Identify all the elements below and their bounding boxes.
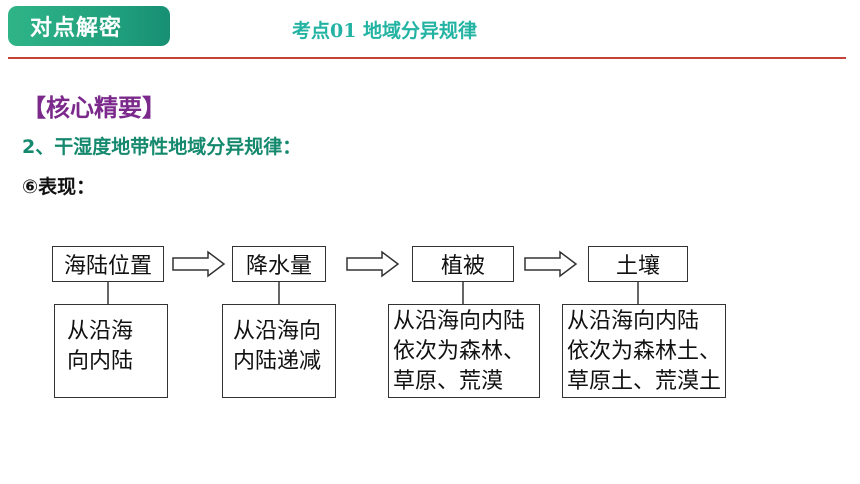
flow-title-4: 土壤 — [615, 254, 660, 279]
flow-title-box-3: 植被 — [412, 246, 514, 282]
flow-arrow-2-icon — [346, 250, 400, 278]
header-divider — [8, 57, 846, 59]
flow-arrow-3-icon — [524, 250, 578, 278]
topic-title: 考点01 地域分异规律 — [292, 20, 478, 42]
flow-detail-box-1: 从沿海 向内陆 — [54, 304, 168, 398]
flow-detail-box-4: 从沿海向内陆 依次为森林土、 草原土、荒漠土 — [562, 304, 726, 398]
badge-label: 对点解密 — [30, 16, 123, 41]
flow-title-box-4: 土壤 — [588, 246, 688, 282]
flow-detail-1: 从沿海 向内陆 — [67, 319, 134, 374]
flow-detail-box-3: 从沿海向内陆 依次为森林、 草原、荒漠 — [388, 304, 540, 398]
flow-detail-2: 从沿海向 内陆递减 — [233, 319, 322, 374]
section-label: 【核心精要】 — [22, 94, 166, 122]
flow-detail-4: 从沿海向内陆 依次为森林土、 草原土、荒漠土 — [567, 309, 722, 394]
section-badge: 对点解密 — [8, 6, 170, 46]
content-heading: 2、干湿度地带性地域分异规律： — [22, 136, 302, 158]
content-subheading: ⑥表现： — [22, 176, 96, 198]
flow-title-3: 植被 — [440, 254, 485, 279]
flow-title-box-2: 降水量 — [232, 246, 326, 282]
flow-detail-3: 从沿海向内陆 依次为森林、 草原、荒漠 — [393, 309, 526, 394]
flow-connectors — [107, 282, 639, 304]
flow-detail-box-2: 从沿海向 内陆递减 — [222, 304, 336, 398]
flow-arrow-1-icon — [172, 250, 226, 278]
flow-title-1: 海陆位置 — [63, 254, 152, 279]
flow-title-2: 降水量 — [245, 254, 312, 279]
flow-title-box-1: 海陆位置 — [52, 246, 164, 282]
